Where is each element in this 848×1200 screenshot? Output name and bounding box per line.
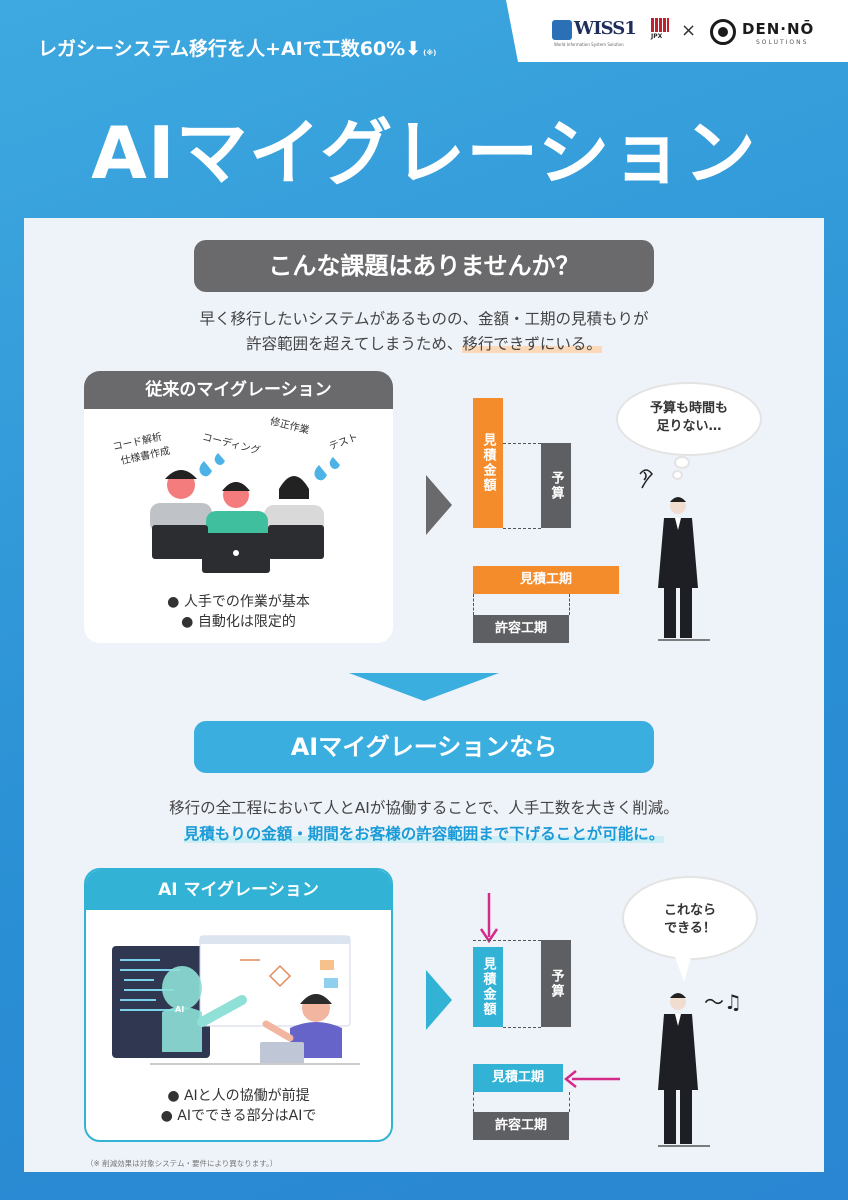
denno-dot-icon (718, 27, 728, 37)
ai-card-title: AI マイグレーション (86, 870, 391, 910)
robot-ai-label: AI (175, 1005, 185, 1014)
businessman-worried-illustration (639, 469, 710, 641)
down-arrow-icon (349, 673, 499, 701)
period-dashed-left (473, 594, 474, 615)
baseline-dashed-line (503, 528, 541, 529)
traditional-bullet-1: ● 人手での作業が基本 (167, 594, 310, 610)
jpx-logo: JPX (651, 18, 669, 44)
workers-illustration (150, 453, 340, 573)
thought-dot-2 (674, 472, 681, 478)
footnote: （※ 削減効果は対象システム・要件により異なります。） (86, 1159, 278, 1168)
ai-allowed-period-bar: 許容工期 (473, 1112, 569, 1140)
ai-budget-bar: 予算 (541, 940, 571, 1027)
main-title: AIマイグレーション (91, 111, 757, 195)
happy-speech-bubble: これなら できる！ (624, 878, 756, 958)
ai-collaboration-illustration (112, 935, 360, 1065)
ai-baseline-dashed-line (503, 1027, 541, 1028)
jpx-logo-text: JPX (651, 33, 663, 40)
wiss-logo-text: WISS1 (574, 18, 637, 39)
collab-times: × (681, 20, 697, 41)
denno-logo-text: DEN·NŌ (742, 20, 815, 38)
ai-card: AI マイグレーション AI ● AIと人の協働が前提 ● AIでできる部分はA… (84, 868, 393, 1142)
tagline-note: (※) (423, 49, 437, 57)
ai-period-dashed-left (473, 1092, 474, 1112)
right-arrow-gray-icon (426, 475, 452, 535)
wiss-logo-subtext: World Information System Solution (554, 42, 624, 47)
budget-dashed-line (503, 443, 541, 444)
wiss-logo: WISS1 World Information System Solution (552, 18, 642, 48)
problem-text-line2: 許容範囲を超えてしまうため、移行できずにいる。 (246, 335, 602, 353)
thought-dot-1 (676, 458, 688, 467)
solution-text-line1: 移行の全工程において人とAIが協働することで、人手工数を大きく削減。 (169, 799, 679, 817)
problem-text-line1: 早く移行したいシステムがあるものの、金額・工期の見積もりが (199, 310, 649, 328)
estimate-amount-bar: 見積金額 (473, 398, 503, 528)
bubble-after-line1: これなら (663, 903, 716, 918)
solution-highlight: 見積もりの金額・期間をお客様の許容範囲まで下げることが可能に。 (183, 825, 665, 843)
down-pointer-arrow-icon (480, 893, 498, 944)
music-note-icon: 〜♫ (704, 990, 742, 1014)
label-fixing: 修正作業 (268, 416, 311, 437)
ai-bullet-1: ● AIと人の協働が前提 (167, 1088, 310, 1104)
problem-heading: こんな課題はありませんか？ (194, 240, 654, 292)
left-pointer-arrow-icon (564, 1070, 620, 1088)
ai-bullet-2: ● AIでできる部分はAIで (160, 1108, 317, 1124)
ai-period-dashed-right (569, 1092, 570, 1112)
problem-highlight: 移行できずにいる。 (462, 335, 602, 353)
traditional-card-title: 従来のマイグレーション (84, 371, 393, 409)
estimate-period-bar: 見積工期 (473, 566, 619, 594)
bubble-after-line2: できる！ (664, 921, 716, 936)
sweat-drops-icon (199, 453, 340, 481)
traditional-bullet-2: ● 自動化は限定的 (181, 614, 296, 630)
denno-logo-subtext: SOLUTIONS (756, 39, 809, 46)
worried-thought-bubble: 予算も時間も 足りない… (618, 384, 760, 454)
ai-estimate-amount-bar: 見積金額 (473, 947, 503, 1027)
tagline: レガシーシステム移行を人+AIで工数60%⬇(※) (38, 38, 437, 60)
period-dashed-right (569, 594, 570, 615)
ai-estimate-period-bar: 見積工期 (473, 1064, 563, 1092)
traditional-card: 従来のマイグレーション コード解析 仕様書作成 コーディング 修正作業 テスト … (84, 371, 393, 643)
allowed-period-bar: 許容工期 (473, 615, 569, 643)
bubble-before-line2: 足りない… (656, 419, 722, 434)
bubble-before-line1: 予算も時間も (649, 401, 728, 416)
speech-bubble-tail (674, 954, 692, 982)
denno-ring-icon (710, 19, 736, 45)
jpx-mark-icon (651, 18, 669, 32)
globe-icon (552, 20, 572, 40)
businessman-happy-illustration (658, 993, 710, 1147)
scribble-icon (639, 469, 653, 489)
budget-bar: 予算 (541, 443, 571, 528)
solution-heading: AIマイグレーションなら (194, 721, 654, 773)
solution-text-line2: 見積もりの金額・期間をお客様の許容範囲まで下げることが可能に。 (0, 822, 848, 844)
ai-budget-dashed-line (473, 940, 541, 941)
right-arrow-blue-icon (426, 970, 452, 1030)
